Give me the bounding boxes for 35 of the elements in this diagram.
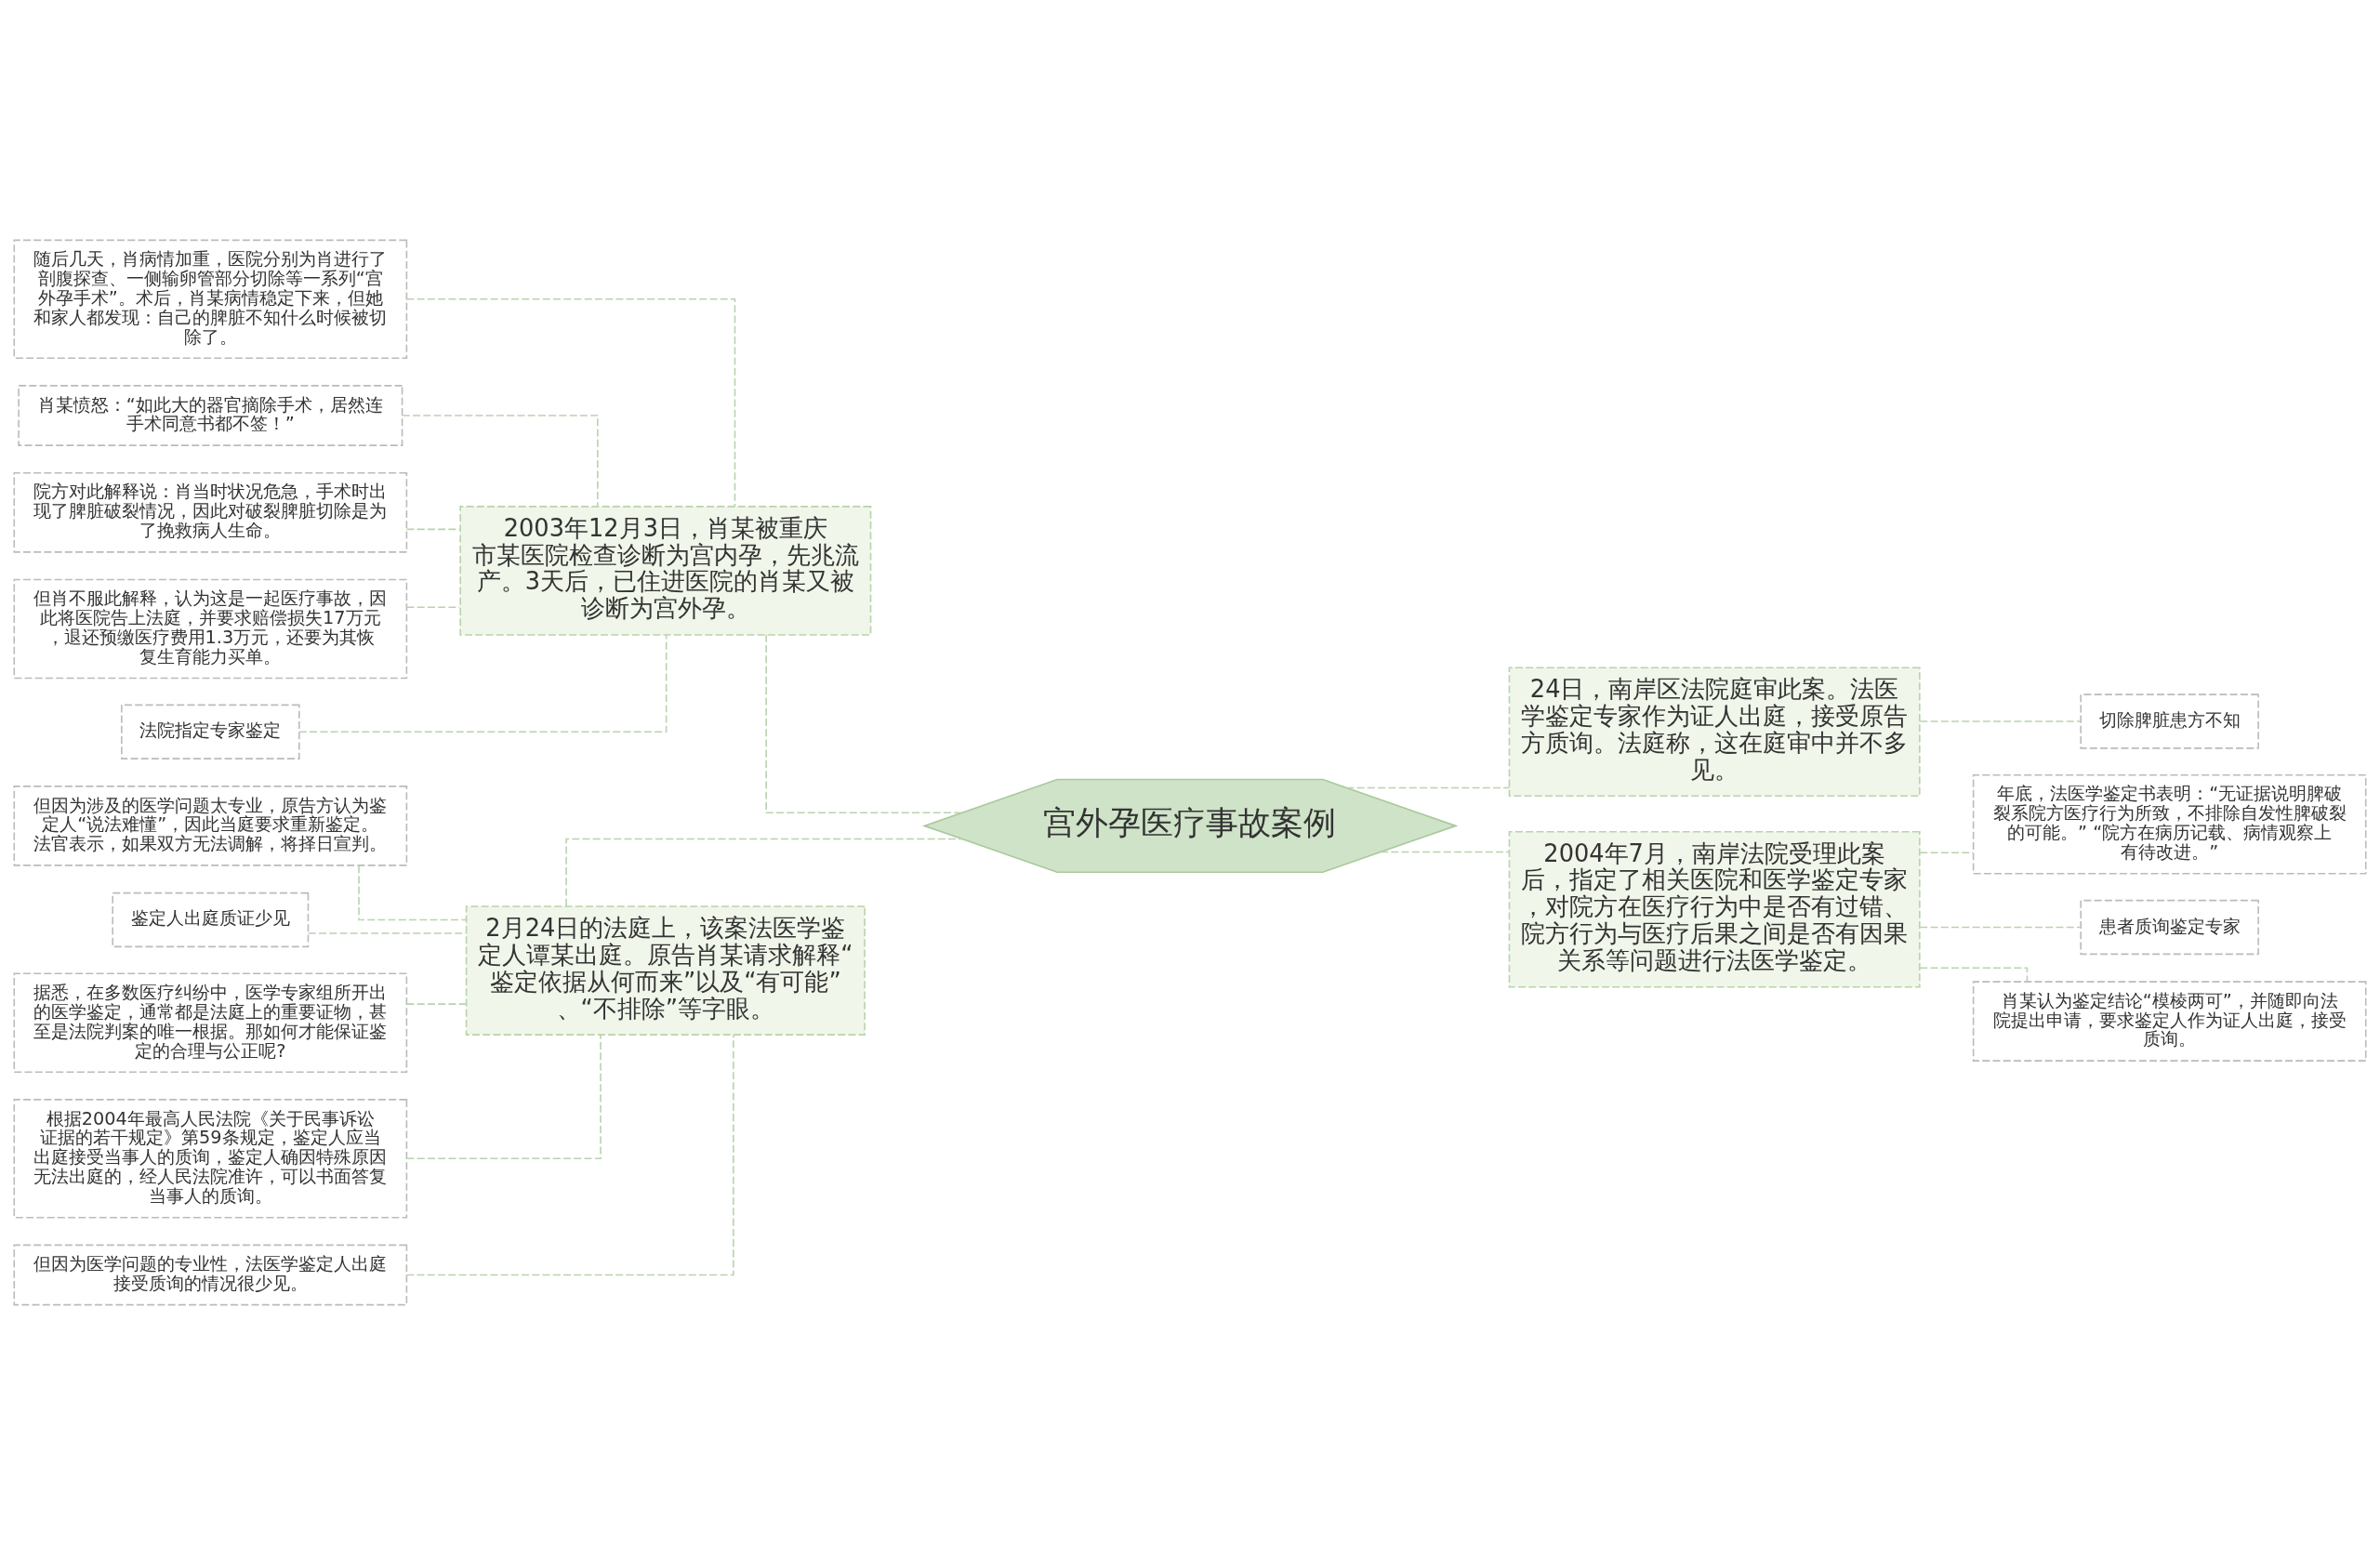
connector	[405, 1034, 734, 1276]
connector	[1919, 720, 2082, 722]
connector	[1919, 852, 1975, 854]
node-box: 2003年12月3日，肖某被重庆市某医院检查诊断为宫内孕，先兆流产。3天后，已住进医院的肖某又被诊断为宫外孕。	[459, 506, 872, 636]
connector	[401, 415, 599, 508]
node-box: 肖某愤怒：“如此大的器官摘除手术，居然连手术同意书都不签！”	[18, 385, 403, 446]
connector	[308, 932, 468, 934]
connector	[405, 606, 461, 609]
node-box: 院方对此解释说：肖当时状况危急，手术时出现了脾脏破裂情况，因此对破裂脾脏切除是为了挽救病人生命。	[13, 472, 408, 553]
connector	[1380, 851, 1511, 853]
node-box: 肖某认为鉴定结论“模棱两可”，并随即向法院提出申请，要求鉴定人作为证人出庭，接受质询。	[1972, 981, 2367, 1062]
node-box: 但因为医学问题的专业性，法医学鉴定人出庭接受质询的情况很少见。	[13, 1244, 408, 1306]
connector	[765, 634, 963, 813]
node-box: 患者质询鉴定专家	[2080, 899, 2259, 956]
node-box: 随后几天，肖病情加重，医院分别为肖进行了剖腹探查、一侧输卵管部分切除等一系列“宫外孕手术”。术后，肖某病情稳定下来，但她和家人都发现：自己的脾脏不知什么时候被切除了。	[13, 239, 408, 359]
node-box: 切除脾脏患方不知	[2080, 693, 2259, 749]
node-box: 根据2004年最高人民法院《关于民事诉讼证据的若干规定》第59条规定，鉴定人应当出庭接受当事人的质询，鉴定人确因特殊原因无法出庭的，经人民法院准许，可以书面答复当事人的质询。	[13, 1099, 408, 1219]
connector	[1919, 926, 2082, 929]
connector	[405, 1034, 602, 1160]
node-box: 2004年7月，南岸法院受理此案后，指定了相关医院和医学鉴定专家，对院方在医疗行为中是否有过错、院方行为与医疗后果之间是否有因果关系等问题进行法医学鉴定。	[1508, 831, 1921, 988]
connector	[405, 1003, 468, 1005]
connector	[565, 838, 963, 907]
connector	[405, 528, 461, 531]
node-box: 24日，南岸区法院庭审此案。法医学鉴定专家作为证人出庭，接受原告方质询。法庭称，这在庭审中并不多见。	[1508, 667, 1921, 798]
node-box: 但因为涉及的医学问题太专业，原告方认为鉴定人“说法难懂”，因此当庭要求重新鉴定。法官表示，如果双方无法调解，将择日宣判。	[13, 786, 408, 866]
node-box: 2月24日的法庭上，该案法医学鉴定人谭某出庭。原告肖某请求解释“鉴定依据从何而来”以及“有可能”、“不排除”等字眼。	[465, 905, 866, 1036]
connector	[1345, 786, 1511, 789]
connector	[358, 865, 468, 921]
node-box: 鉴定人出庭质证少见	[112, 891, 310, 948]
connector	[405, 298, 736, 508]
node-box: 据悉，在多数医疗纠纷中，医学专家组所开出的医学鉴定，通常都是法庭上的重要证物，甚至是法院判案的唯一根据。那如何才能保证鉴定的合理与公正呢?	[13, 972, 408, 1073]
node-box: 法院指定专家鉴定	[121, 704, 300, 759]
connector	[298, 634, 668, 733]
node-box: 但肖不服此解释，认为这是一起医疗事故，因此将医院告上法庭，并要求赔偿损失17万元，退还预缴医疗费用1.3万元，还要为其恢复生育能力买单。	[13, 578, 408, 680]
node-box: 年底，法医学鉴定书表明：“无证据说明脾破裂系院方医疗行为所致，不排除自发性脾破裂的可能。” “院方在病历记载、病情观察上有待改进。”	[1972, 774, 2367, 875]
